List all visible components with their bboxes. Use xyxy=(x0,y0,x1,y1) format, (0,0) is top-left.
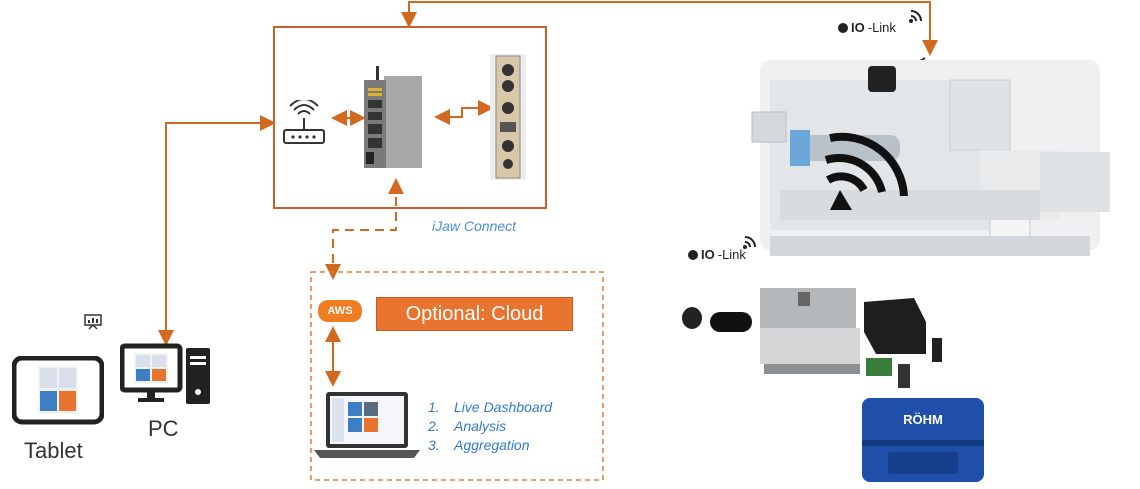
list-item: 2.Analysis xyxy=(428,418,507,434)
router-wifi-icon xyxy=(283,100,325,144)
wireless-signal-icon xyxy=(824,132,908,210)
pc-icon xyxy=(120,343,210,404)
cloud-feature-list: 1.Live Dashboard 2.Analysis 3.Aggregatio… xyxy=(428,398,552,455)
optional-cloud-title: Optional: Cloud xyxy=(376,297,573,331)
laptop-icon xyxy=(314,392,420,458)
list-item: 1.Live Dashboard xyxy=(428,399,553,415)
ijaw-connect-label: iJaw Connect xyxy=(432,218,517,234)
storage-box-image: RÖHM xyxy=(862,398,984,482)
presentation-icon xyxy=(84,314,102,330)
cloud-box-outline xyxy=(310,271,604,481)
io-module-icon xyxy=(490,54,526,180)
io-link-icon xyxy=(688,249,698,260)
box-brand-label: RÖHM xyxy=(903,412,943,427)
wifi-small-icon xyxy=(909,10,922,23)
edge-gateway-icon xyxy=(364,66,422,168)
list-item: 3.Aggregation xyxy=(428,437,530,453)
jaw-kit-image xyxy=(682,288,942,388)
io-link-icon xyxy=(838,22,848,33)
machine-image xyxy=(751,60,1110,256)
wifi-small-icon xyxy=(743,236,756,249)
aws-cloud-icon: AWS xyxy=(318,300,362,322)
pc-label: PC xyxy=(148,416,179,441)
tablet-label: Tablet xyxy=(24,438,83,463)
io-link-badge-mid: IO-Link xyxy=(688,247,746,262)
io-link-badge-top: IO-Link xyxy=(838,20,896,35)
tablet-icon xyxy=(12,356,104,425)
